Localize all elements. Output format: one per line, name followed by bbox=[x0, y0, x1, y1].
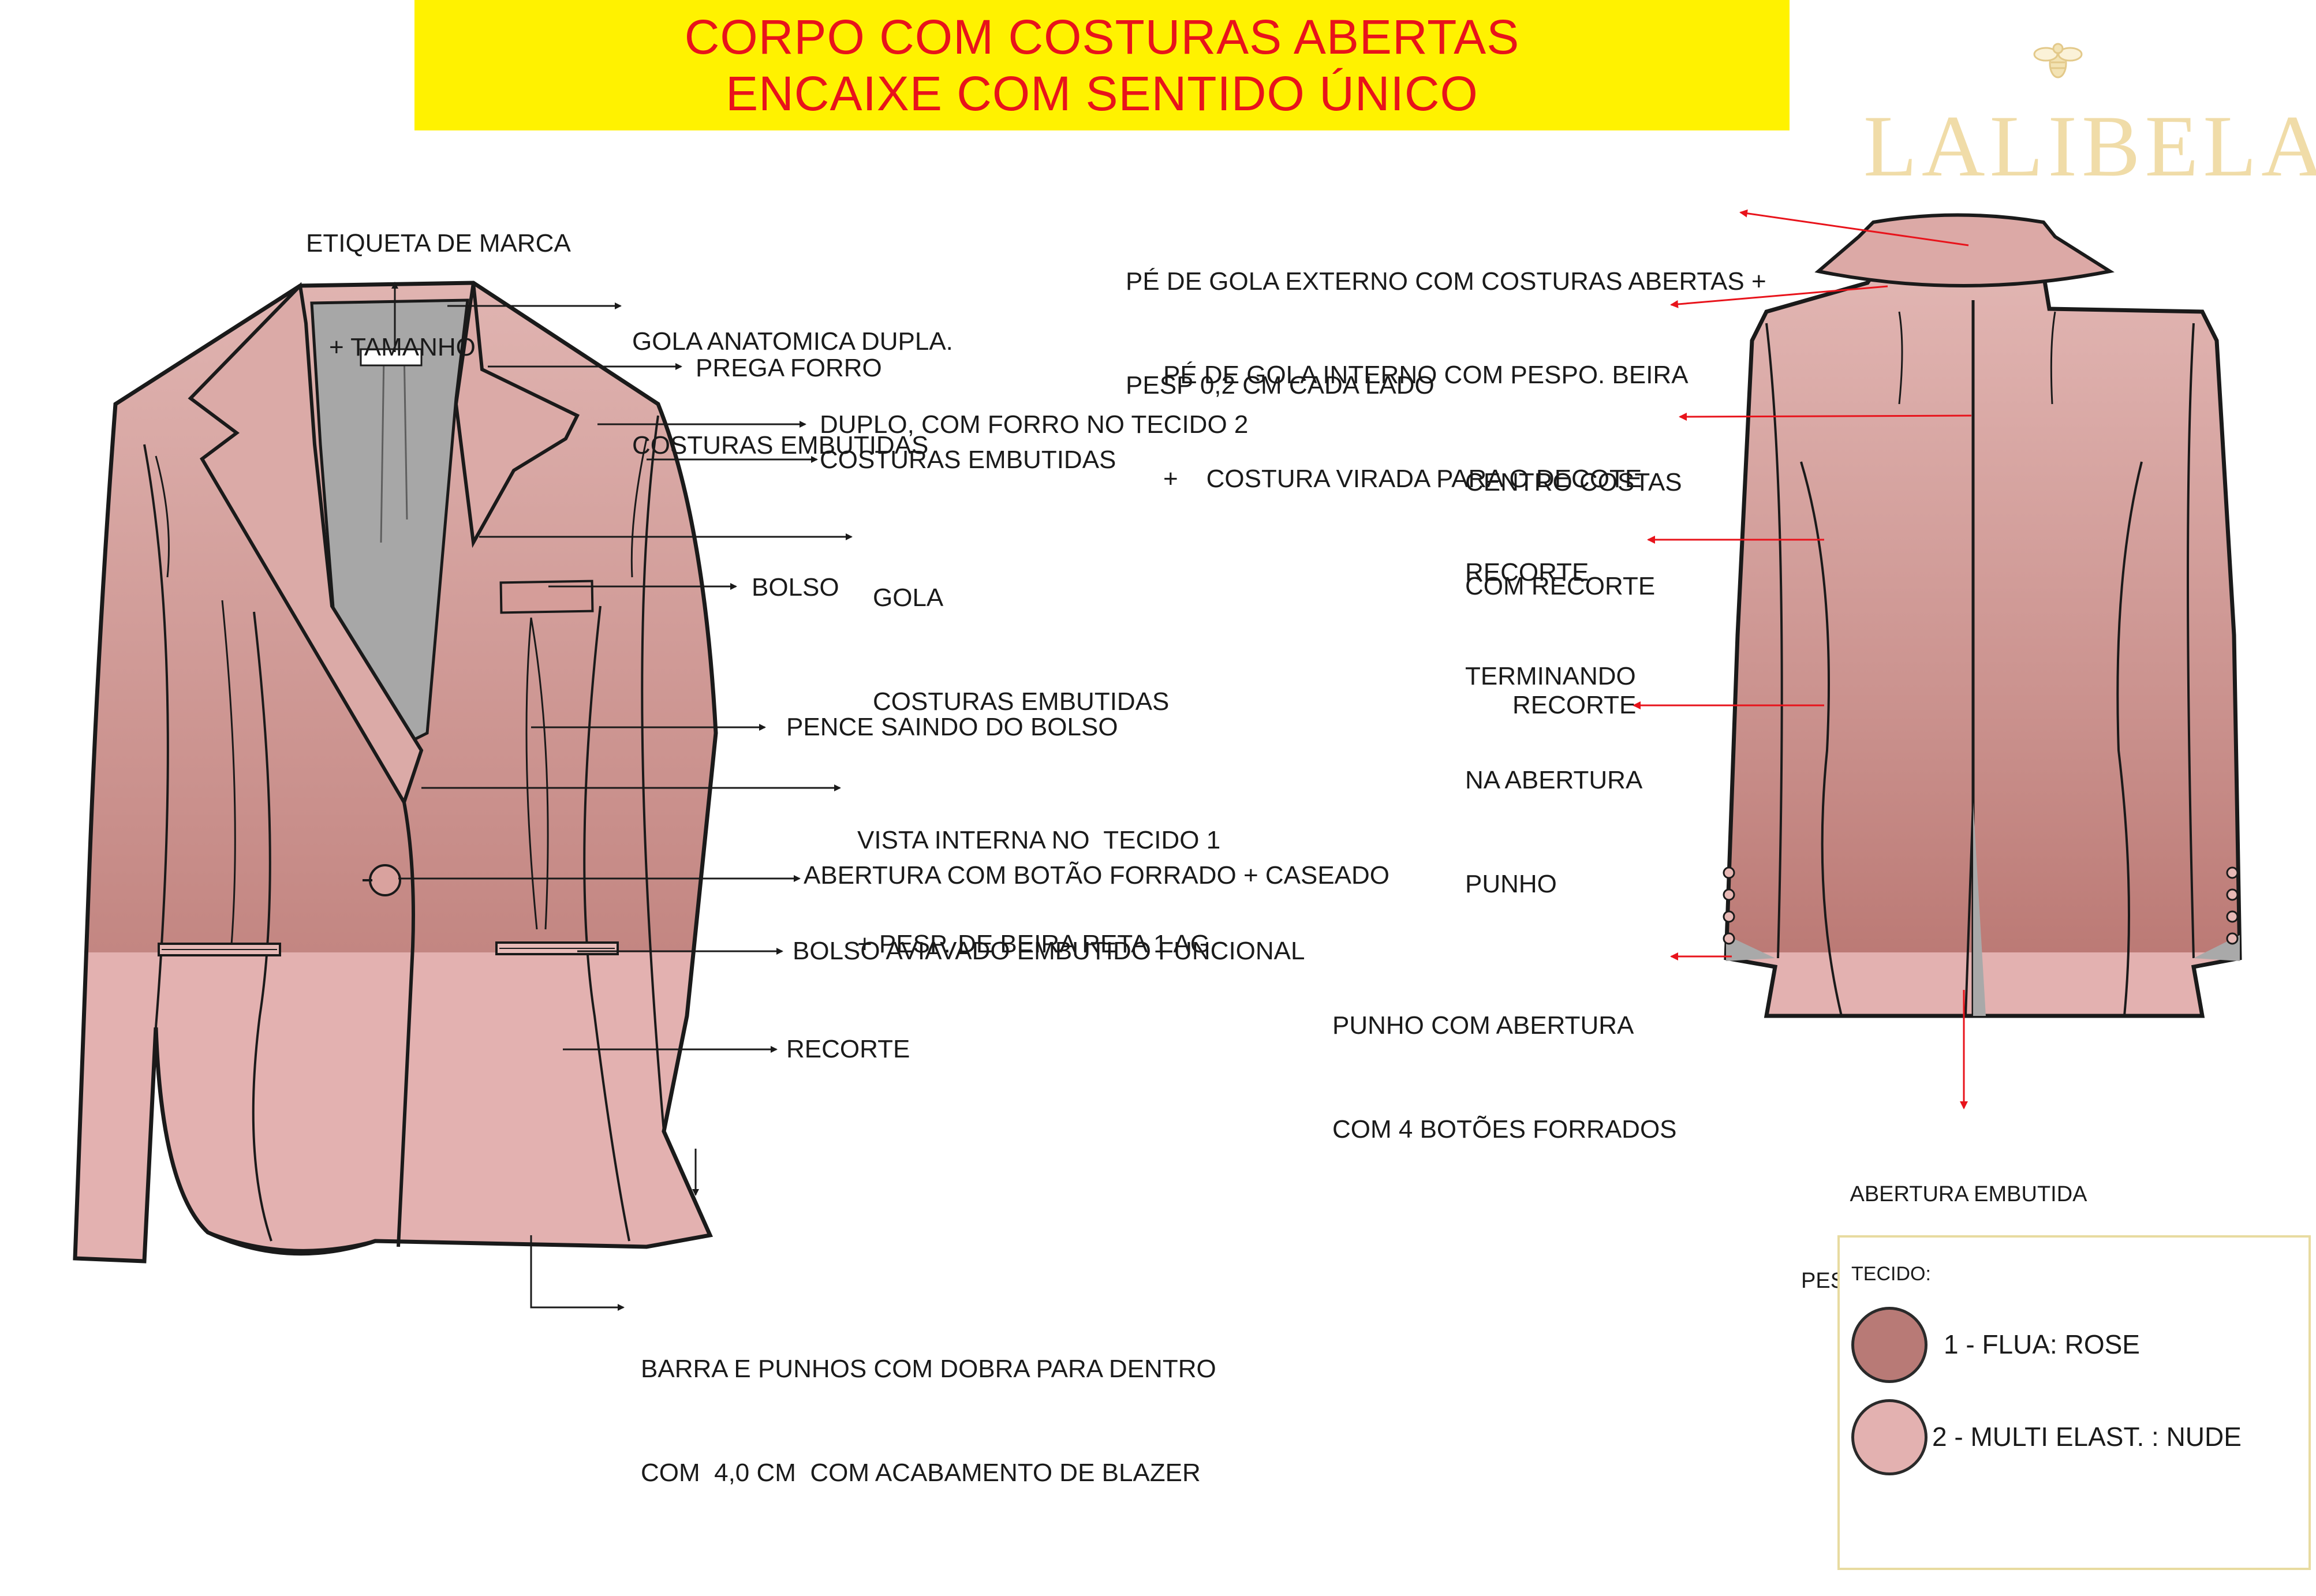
swatch-nude bbox=[1851, 1399, 1927, 1475]
label-gola-anatomica: GOLA ANATOMICA DUPLA. COSTURAS EMBUTIDAS bbox=[632, 327, 953, 459]
label-prega-forro: PREGA FORRO bbox=[696, 354, 882, 382]
legend-item-nude: 2 - MULTI ELAST. : NUDE bbox=[1932, 1422, 2242, 1452]
front-callouts bbox=[391, 282, 853, 1311]
label-duplo-forro: DUPLO, COM FORRO NO TECIDO 2 bbox=[820, 410, 1249, 439]
bee-icon bbox=[2033, 43, 2083, 79]
label-pence: PENCE SAINDO DO BOLSO bbox=[786, 713, 1118, 741]
legend-item-rose: 1 - FLUA: ROSE bbox=[1944, 1329, 2140, 1359]
title-line-2: ENCAIXE COM SENTIDO ÚNICO bbox=[726, 66, 1478, 121]
front-jacket bbox=[73, 281, 718, 1264]
label-recorte-front: RECORTE bbox=[786, 1035, 910, 1063]
brand-logo: LALIBELA bbox=[1863, 98, 2316, 195]
label-centro-costas: CENTRO COSTAS COM RECORTE bbox=[1465, 468, 1682, 600]
label-costuras-embutidas: COSTURAS EMBUTIDAS bbox=[820, 446, 1116, 474]
label-pe-gola-interno: PÉ DE GOLA INTERNO COM PESPO. BEIRA + CO… bbox=[1163, 361, 1689, 493]
legend-title: TECIDO: bbox=[1851, 1263, 1931, 1285]
title-line-1: CORPO COM COSTURAS ABERTAS bbox=[684, 10, 1520, 64]
label-vista-interna: VISTA INTERNA NO TECIDO 1 + PESP. DE BEI… bbox=[857, 826, 1221, 958]
label-gola: GOLA COSTURAS EMBUTIDAS bbox=[873, 584, 1170, 716]
label-punho: PUNHO COM ABERTURA COM 4 BOTÕES FORRADOS bbox=[1332, 1011, 1677, 1143]
back-callouts bbox=[1633, 209, 1972, 1109]
label-recorte-back: RECORTE bbox=[1512, 691, 1637, 719]
label-pe-gola-externo: PÉ DE GOLA EXTERNO COM COSTURAS ABERTAS … bbox=[1126, 267, 1766, 399]
back-jacket bbox=[1723, 213, 2242, 1018]
label-bolso: BOLSO bbox=[752, 573, 839, 601]
title-banner: CORPO COM COSTURAS ABERTAS ENCAIXE COM S… bbox=[414, 0, 1790, 130]
label-abertura-botao: ABERTURA COM BOTÃO FORRADO + CASEADO bbox=[804, 861, 1390, 889]
label-bolso-aviavado: BOLSO AVIAVADO EMBUTIDO FUNCIONAL bbox=[793, 937, 1305, 965]
label-recorte-terminando: RECORTE TERMINANDO NA ABERTURA PUNHO bbox=[1465, 558, 1643, 898]
fabric-legend: TECIDO: 1 - FLUA: ROSE 2 - MULTI ELAST. … bbox=[1837, 1235, 2311, 1570]
swatch-rose bbox=[1851, 1307, 1927, 1383]
label-etiqueta: ETIQUETA DE MARCA + TAMANHO bbox=[306, 229, 571, 361]
label-barra: BARRA E PUNHOS COM DOBRA PARA DENTRO COM… bbox=[641, 1355, 1216, 1487]
